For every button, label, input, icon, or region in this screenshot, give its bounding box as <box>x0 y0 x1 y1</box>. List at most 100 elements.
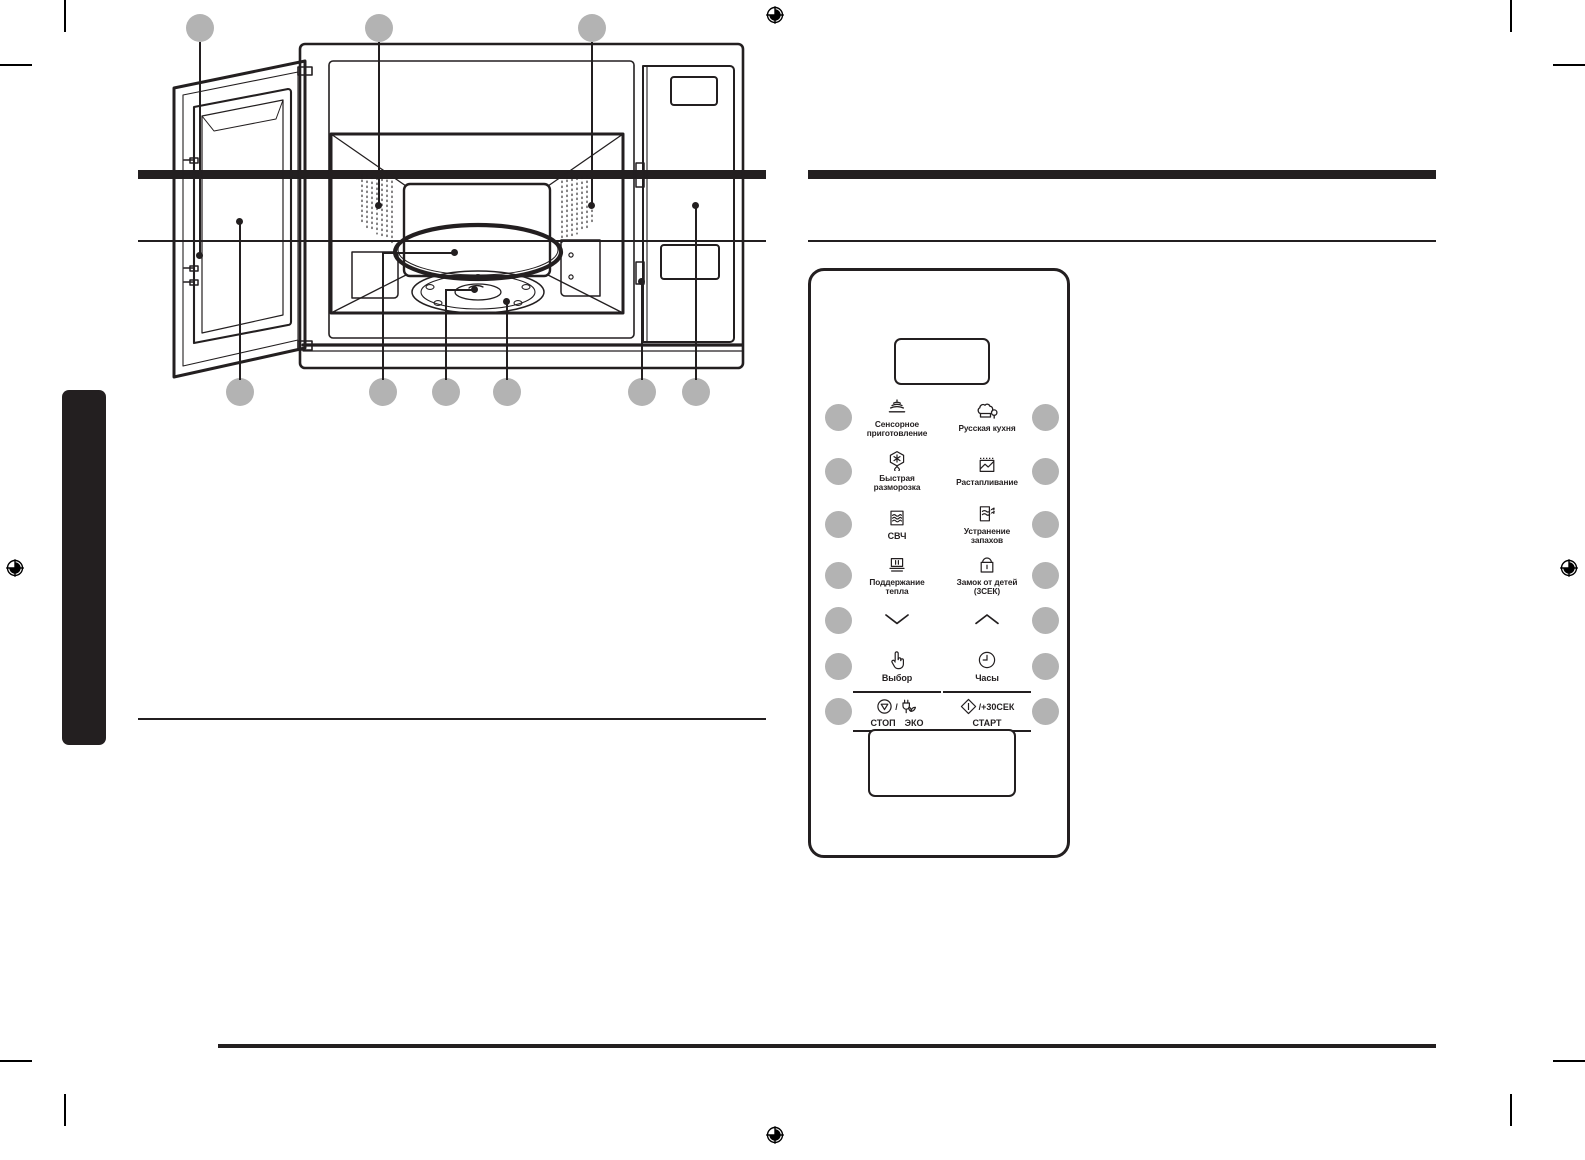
button-row-7: / СТОП <box>811 689 1073 733</box>
button-russian-cuisine[interactable]: Русская кухня <box>942 400 1032 433</box>
leader-line-7 <box>506 302 508 380</box>
callout-anchor-4 <box>236 218 243 225</box>
button-sensor-cook[interactable]: Сенсорное приготовление <box>852 396 942 439</box>
button-child-lock[interactable]: Замок от детей (3СЕК) <box>942 554 1032 597</box>
button-melt[interactable]: Растапливание <box>942 454 1032 487</box>
control-panel[interactable]: Сенсорное приготовление Русская кухня <box>808 268 1070 858</box>
melt-icon <box>976 454 998 476</box>
crop-mark-top-left-h <box>0 64 32 66</box>
callout-anchor-1 <box>196 252 203 259</box>
callout-marker-7 <box>493 378 521 406</box>
crop-mark-bottom-right-v <box>1510 1094 1512 1126</box>
right-column: Сенсорное приготовление Русская кухня <box>808 0 1436 1160</box>
chef-hat-pin-icon <box>975 400 999 422</box>
button-quick-defrost[interactable]: Быстрая разморозка <box>852 450 942 493</box>
leader-line-6-h <box>445 289 474 291</box>
registration-target-icon-left <box>2 555 28 581</box>
button-row-5 <box>811 603 1073 637</box>
button-row-3: СВЧ Устранение запахов <box>811 501 1073 547</box>
left-column-subheading-rule <box>138 240 766 242</box>
pointing-hand-icon <box>887 649 907 671</box>
button-select[interactable]: Выбор <box>852 649 942 683</box>
callout-anchor-7 <box>503 298 510 305</box>
panel-indicator-right-1[interactable] <box>1032 403 1059 431</box>
button-clock[interactable]: Часы <box>942 649 1032 683</box>
microwave-figure <box>138 0 766 720</box>
leader-line-3 <box>591 42 593 206</box>
leader-line-5-h <box>382 252 454 254</box>
panel-indicator-left-6[interactable] <box>825 652 852 680</box>
callout-anchor-9 <box>692 202 699 209</box>
start-plus30-label: /+30СЕК <box>978 701 1015 712</box>
microwave-waves-icon <box>887 507 907 529</box>
button-deodorize[interactable]: Устранение запахов <box>942 503 1032 546</box>
leader-line-5 <box>382 253 384 380</box>
panel-indicator-left-2[interactable] <box>825 457 852 485</box>
leader-line-6 <box>445 290 447 380</box>
button-down[interactable] <box>852 608 942 632</box>
leader-line-4 <box>239 222 241 380</box>
right-column-heading-rule <box>808 170 1436 179</box>
leader-line-2 <box>378 42 380 206</box>
button-child-lock-label: Замок от детей (3СЕК) <box>956 576 1018 596</box>
chevron-down-icon <box>882 608 912 630</box>
left-column-heading-rule <box>138 170 766 179</box>
start-label: СТАРТ <box>972 717 1002 728</box>
panel-indicator-right-6[interactable] <box>1032 652 1059 680</box>
left-column-section-end-rule <box>138 718 766 720</box>
button-start-30sec[interactable]: /+30СЕК СТАРТ <box>942 690 1032 732</box>
leader-line-8 <box>641 282 643 380</box>
button-up[interactable] <box>942 608 1032 632</box>
panel-indicator-left-4[interactable] <box>825 561 852 589</box>
button-row-1: Сенсорное приготовление Русская кухня <box>811 394 1073 440</box>
button-clock-label: Часы <box>975 672 999 683</box>
panel-indicator-right-5[interactable] <box>1032 606 1059 634</box>
crop-mark-top-right-v <box>1510 0 1512 32</box>
chevron-up-icon <box>972 608 1002 630</box>
panel-indicator-left-7[interactable] <box>825 697 852 725</box>
crop-mark-top-left-v <box>64 0 66 32</box>
button-microwave-label: СВЧ <box>887 530 907 541</box>
display-screen-bottom <box>868 729 1016 797</box>
button-keep-warm-label: Поддержание тепла <box>869 576 925 596</box>
panel-indicator-left-1[interactable] <box>825 403 852 431</box>
quick-defrost-icon <box>887 450 907 472</box>
panel-indicator-left-3[interactable] <box>825 510 852 538</box>
button-row-2: Быстрая разморозка Растапливание <box>811 448 1073 494</box>
thumb-index-tab <box>62 390 106 745</box>
display-screen-top <box>894 338 990 385</box>
callout-marker-8 <box>628 378 656 406</box>
callout-marker-5 <box>369 378 397 406</box>
callout-anchor-2 <box>375 202 382 209</box>
stop-triangle-circle-icon <box>876 698 893 715</box>
deodorize-icon <box>976 503 998 525</box>
button-row-4: Поддержание тепла Замок от детей (3СЕК) <box>811 552 1073 598</box>
panel-indicator-left-5[interactable] <box>825 606 852 634</box>
clock-icon <box>977 649 997 671</box>
callout-marker-4 <box>226 378 254 406</box>
panel-indicator-right-3[interactable] <box>1032 510 1059 538</box>
registration-target-icon-right <box>1556 555 1582 581</box>
panel-indicator-right-7[interactable] <box>1032 697 1059 725</box>
button-microwave[interactable]: СВЧ <box>852 507 942 541</box>
stop-label: СТОП <box>870 717 896 728</box>
button-keep-warm[interactable]: Поддержание тепла <box>852 554 942 597</box>
microwave-drawing <box>172 42 745 379</box>
panel-indicator-right-2[interactable] <box>1032 457 1059 485</box>
registration-target-icon-top <box>762 2 788 28</box>
start-diamond-icon <box>960 698 977 715</box>
eco-label: ЭКО <box>904 717 924 728</box>
panel-indicator-right-4[interactable] <box>1032 561 1059 589</box>
button-sensor-cook-label: Сенсорное приготовление <box>866 418 928 438</box>
button-row-6: Выбор Часы <box>811 645 1073 687</box>
crop-mark-bottom-left-v <box>64 1094 66 1126</box>
callout-marker-9 <box>682 378 710 406</box>
child-lock-padlock-icon <box>978 554 996 576</box>
registration-target-icon-bottom <box>762 1122 788 1148</box>
button-russian-cuisine-label: Русская кухня <box>958 423 1016 434</box>
callout-anchor-6 <box>471 286 478 293</box>
button-stop-eco[interactable]: / СТОП <box>852 690 942 732</box>
keep-warm-icon <box>887 554 907 576</box>
callout-anchor-5 <box>451 249 458 256</box>
